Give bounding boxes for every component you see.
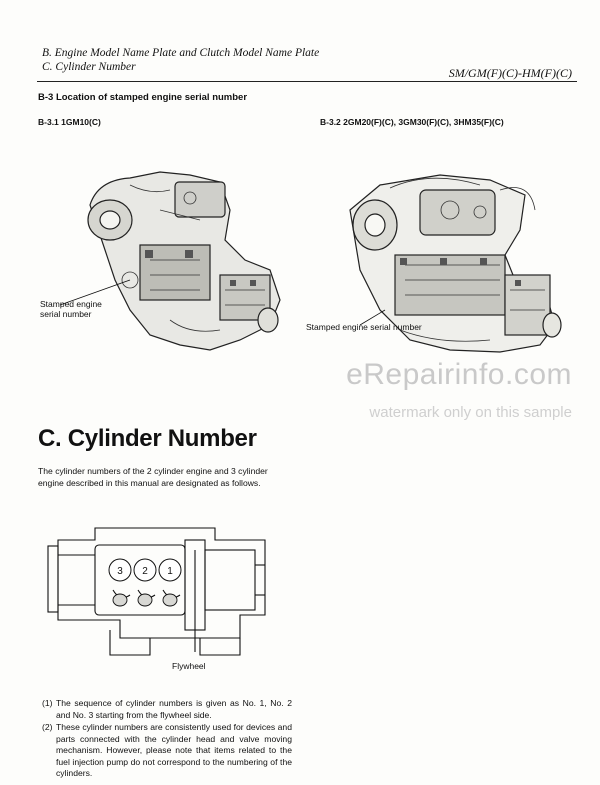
watermark-note: watermark only on this sample bbox=[369, 404, 572, 421]
cylinder-1-circle bbox=[158, 558, 182, 582]
watermark-brand: eRepairinfo.com bbox=[346, 358, 572, 391]
note-2-number: (2) bbox=[42, 722, 53, 732]
left-caption: B-3.1 1GM10(C) bbox=[38, 117, 101, 127]
engine-1gm10-illustration bbox=[59, 171, 281, 351]
flywheel-label: Flywheel bbox=[172, 661, 206, 671]
left-callout-line2: serial number bbox=[40, 309, 92, 319]
cylinder-3-circle bbox=[108, 558, 132, 582]
left-callout-line1: Stamped engine bbox=[40, 299, 102, 309]
cylinder-label-2: 2 bbox=[142, 566, 148, 577]
note-1-number: (1) bbox=[42, 698, 53, 708]
intro-line-1: The cylinder numbers of the 2 cylinder e… bbox=[38, 466, 268, 476]
engine-2gm-3gm-illustration bbox=[349, 174, 562, 353]
note-2-text: These cylinder numbers are consistently … bbox=[56, 722, 292, 779]
section-b3-title: B-3 Location of stamped engine serial nu… bbox=[38, 92, 248, 103]
header-line-2: C. Cylinder Number bbox=[42, 61, 136, 73]
header-rule bbox=[37, 81, 577, 82]
section-c-title: C. Cylinder Number bbox=[38, 425, 257, 452]
note-1: (1) The sequence of cylinder numbers is … bbox=[42, 698, 292, 721]
intro-line-2: engine described in this manual are desi… bbox=[38, 478, 261, 488]
note-2: (2) These cylinder numbers are consisten… bbox=[42, 722, 292, 780]
cylinder-number-diagram: 3 2 1 bbox=[47, 527, 266, 656]
right-callout: Stamped engine serial number bbox=[306, 322, 422, 332]
cylinder-2-circle bbox=[133, 558, 157, 582]
right-caption: B-3.2 2GM20(F)(C), 3GM30(F)(C), 3HM35(F)… bbox=[320, 117, 504, 127]
cylinder-label-3: 3 bbox=[117, 566, 123, 577]
header-model: SM/GM(F)(C)-HM(F)(C) bbox=[448, 66, 572, 80]
note-1-text: The sequence of cylinder numbers is give… bbox=[56, 698, 292, 720]
header-line-1: B. Engine Model Name Plate and Clutch Mo… bbox=[42, 47, 320, 59]
cylinder-label-1: 1 bbox=[167, 566, 173, 577]
